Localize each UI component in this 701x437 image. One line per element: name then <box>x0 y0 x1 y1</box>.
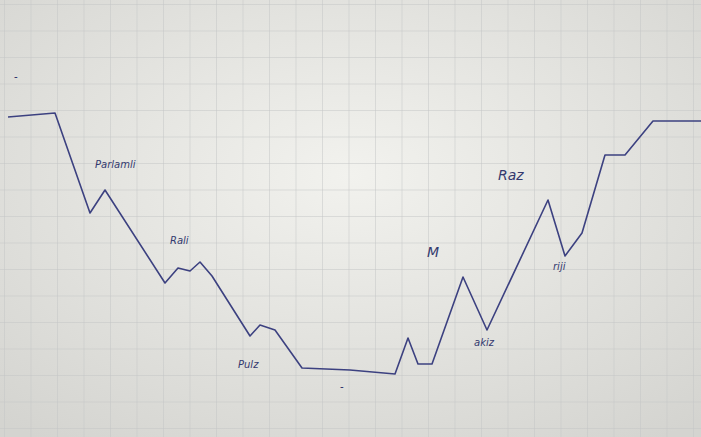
place-label: M <box>427 245 439 259</box>
mark: - <box>340 382 344 392</box>
place-label: akiz <box>474 338 494 348</box>
place-label: riji <box>553 262 565 272</box>
place-label: Rali <box>170 236 189 246</box>
mark: - <box>14 72 18 82</box>
place-label: Raz <box>498 168 524 182</box>
place-label: Pulz <box>238 360 258 370</box>
elevation-profile <box>8 113 701 374</box>
place-label: Parlamli <box>95 160 135 170</box>
